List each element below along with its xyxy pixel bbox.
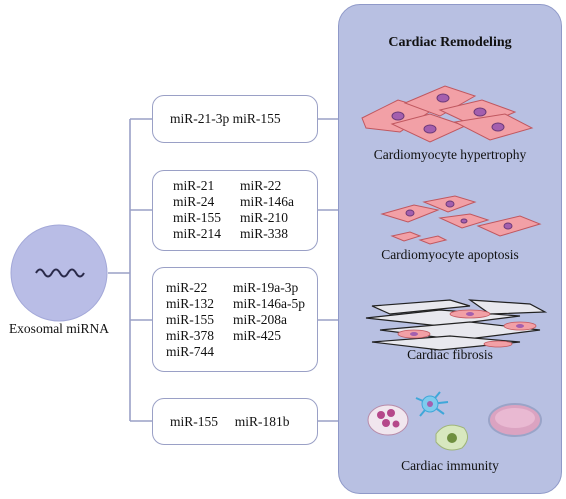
category-label-hypertrophy: Cardiomyocyte hypertrophy <box>373 147 527 162</box>
mirna-item: miR-132 <box>166 296 215 311</box>
panel-title: Cardiac Remodeling <box>388 35 512 50</box>
mirna-item: miR-155 <box>173 210 222 225</box>
mirna-item: miR-22 <box>240 178 282 193</box>
mirna-box-fibrosis: miR-22 miR-19a-3p miR-132 miR-146a-5p mi… <box>152 267 318 372</box>
mirna-item: miR-19a-3p <box>233 280 299 295</box>
mirna-item: miR-21-3p <box>170 111 230 126</box>
mirna-item: miR-208a <box>233 312 287 327</box>
mirna-item: miR-155 <box>170 414 219 429</box>
hypertrophic-cardiomyocytes-icon <box>361 85 534 143</box>
category-label-fibrosis: Cardiac fibrosis <box>407 347 493 362</box>
mirna-box-apoptosis: miR-21 miR-22 miR-24 miR-146a miR-155 mi… <box>152 170 318 251</box>
mirna-item: miR-146a-5p <box>233 296 305 311</box>
apoptotic-cardiomyocytes-icon <box>380 195 542 245</box>
immune-cells-icon <box>367 391 542 451</box>
category-label-apoptosis: Cardiomyocyte apoptosis <box>381 247 519 262</box>
mirna-item: miR-210 <box>240 210 289 225</box>
mirna-item: miR-21 <box>173 178 215 193</box>
category-label-immunity: Cardiac immunity <box>401 458 499 473</box>
mirna-item: miR-425 <box>233 328 282 343</box>
mirna-item: miR-155 <box>166 312 215 327</box>
mirna-item: miR-22 <box>166 280 208 295</box>
mirna-item: miR-24 <box>173 194 215 209</box>
fibrotic-tissue-icon <box>365 299 548 351</box>
mirna-box-immunity: miR-155 miR-181b <box>152 398 318 445</box>
mirna-item: miR-181b <box>234 414 290 429</box>
mirna-item: miR-744 <box>166 344 215 359</box>
mirna-item: miR-155 <box>232 111 281 126</box>
mirna-box-hypertrophy: miR-21-3p miR-155 <box>152 95 318 143</box>
mirna-item: miR-214 <box>173 226 222 241</box>
mirna-item: miR-146a <box>240 194 294 209</box>
mirna-item: miR-378 <box>166 328 215 343</box>
exosomal-mirna-label: Exosomal miRNA <box>8 321 110 336</box>
mirna-item: miR-338 <box>240 226 289 241</box>
